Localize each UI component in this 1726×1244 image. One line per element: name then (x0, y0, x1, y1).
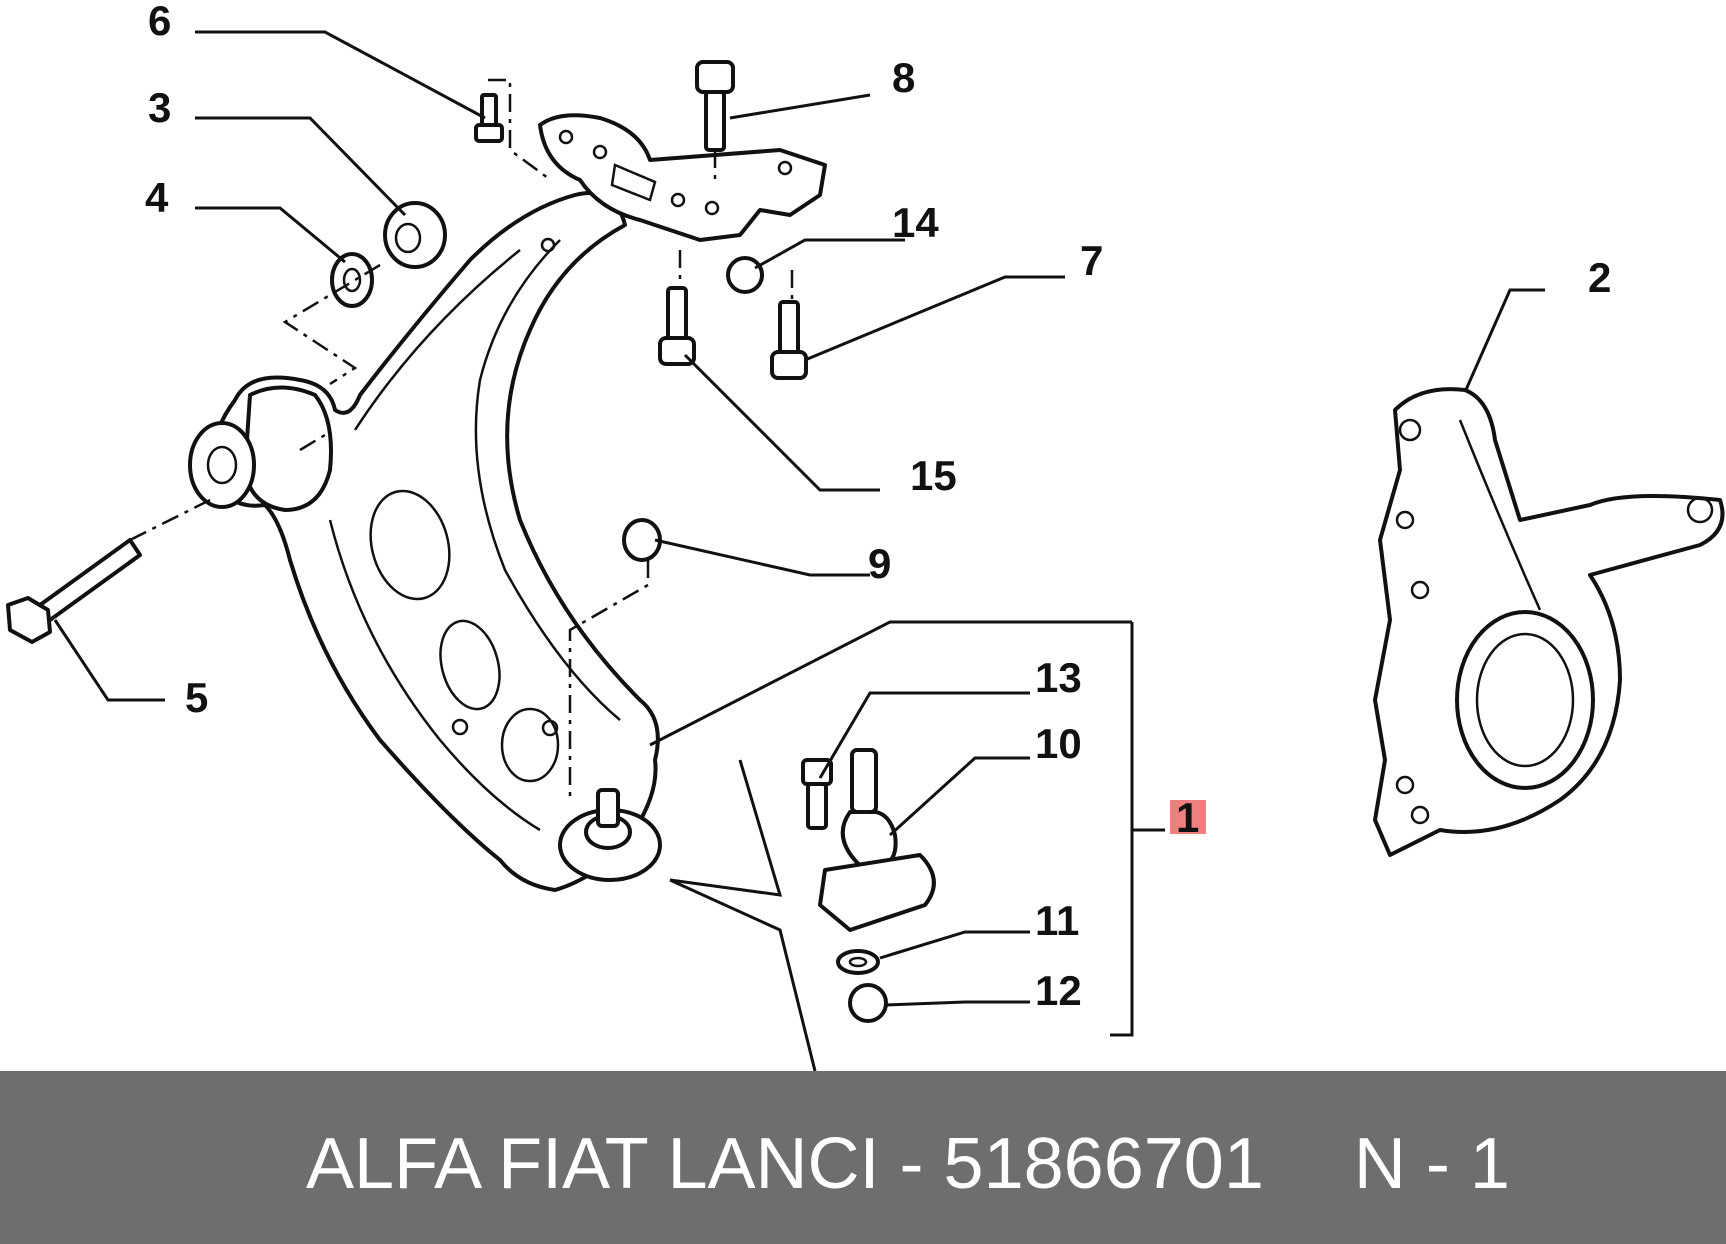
footer-part-number: ALFA FIAT LANCI - 51866701 (306, 1124, 1264, 1204)
footer-bar (0, 1071, 1726, 1244)
callout-15: 15 (910, 452, 957, 499)
footer-page-ref: N - 1 (1353, 1124, 1510, 1204)
exploded-parts-diagram: 1 2 3 4 5 6 7 8 9 10 11 12 13 14 15 (6, 0, 1725, 1071)
control-arm (188, 191, 662, 892)
fasteners (6, 60, 936, 1023)
callout-11: 11 (1035, 897, 1079, 944)
footer-text: ALFA FIAT LANCI - 51866701 N - 1 (306, 1124, 1510, 1204)
callout-4: 4 (145, 174, 169, 221)
rear-bracket (538, 113, 827, 242)
callout-10: 10 (1035, 720, 1082, 767)
callout-7: 7 (1080, 237, 1103, 284)
leader-lines (53, 30, 1545, 1071)
callout-13: 13 (1035, 654, 1082, 701)
callout-2: 2 (1588, 254, 1611, 301)
callout-14: 14 (892, 199, 939, 246)
callout-8: 8 (892, 54, 915, 101)
callout-1-highlight (1170, 800, 1206, 834)
callout-6: 6 (148, 0, 171, 44)
callout-1: 1 (1176, 794, 1199, 841)
steering-knuckle (1373, 387, 1725, 857)
callout-3: 3 (148, 84, 171, 131)
callout-5: 5 (185, 674, 208, 721)
callout-12: 12 (1035, 967, 1082, 1014)
assembly-lines (129, 78, 794, 800)
callout-labels: 1 2 3 4 5 6 7 8 9 10 11 12 13 14 15 (145, 0, 1611, 1014)
callout-9: 9 (868, 540, 891, 587)
